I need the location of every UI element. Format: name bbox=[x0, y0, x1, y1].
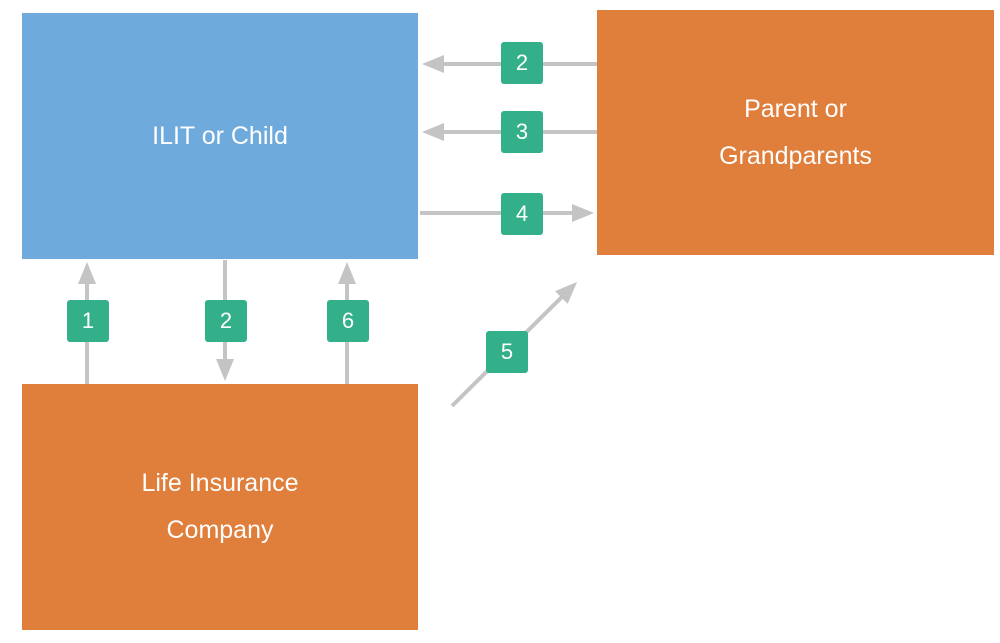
ilit-or-child-label: ILIT or Child bbox=[152, 121, 288, 150]
parent-or-grandparents-text: Parent or Grandparents bbox=[719, 86, 872, 180]
step-badge-6-insurer-to-ilit: 6 bbox=[327, 300, 369, 342]
arrow-6-insurer-to-ilit-head bbox=[338, 262, 356, 284]
ilit-or-child-text: ILIT or Child bbox=[152, 113, 288, 160]
arrow-2-parent-to-ilit-head bbox=[422, 55, 444, 73]
life-insurance-company-label-line-1: Life Insurance bbox=[141, 469, 299, 497]
life-insurance-company-text: Life Insurance Company bbox=[141, 460, 298, 554]
arrow-4-ilit-to-parent-head bbox=[572, 204, 594, 222]
parent-or-grandparents-label-line-2: Grandparents bbox=[719, 141, 872, 170]
arrow-3-parent-to-ilit-head bbox=[422, 123, 444, 141]
step-badge-3-parent-to-ilit: 3 bbox=[501, 111, 543, 153]
arrow-4-ilit-to-parent bbox=[420, 204, 594, 222]
arrow-1-insurer-to-ilit-head bbox=[78, 262, 96, 284]
arrow-2-ilit-to-insurer-head bbox=[216, 359, 234, 381]
step-badge-4-ilit-to-parent: 4 bbox=[501, 193, 543, 235]
step-badge-2-ilit-to-insurer: 2 bbox=[205, 300, 247, 342]
life-insurance-company-box: Life Insurance Company bbox=[22, 384, 418, 630]
ilit-or-child-box: ILIT or Child bbox=[22, 13, 418, 259]
step-badge-5-to-parent: 5 bbox=[486, 331, 528, 373]
parent-or-grandparents-label-line-1: Parent or bbox=[744, 94, 847, 123]
parent-or-grandparents-box: Parent or Grandparents bbox=[597, 10, 994, 255]
step-badge-2-parent-to-ilit: 2 bbox=[501, 42, 543, 84]
arrow-5-to-parent-head bbox=[555, 282, 577, 304]
step-badge-1-insurer-to-ilit: 1 bbox=[67, 300, 109, 342]
life-insurance-company-label-line-2: Company bbox=[166, 516, 274, 544]
